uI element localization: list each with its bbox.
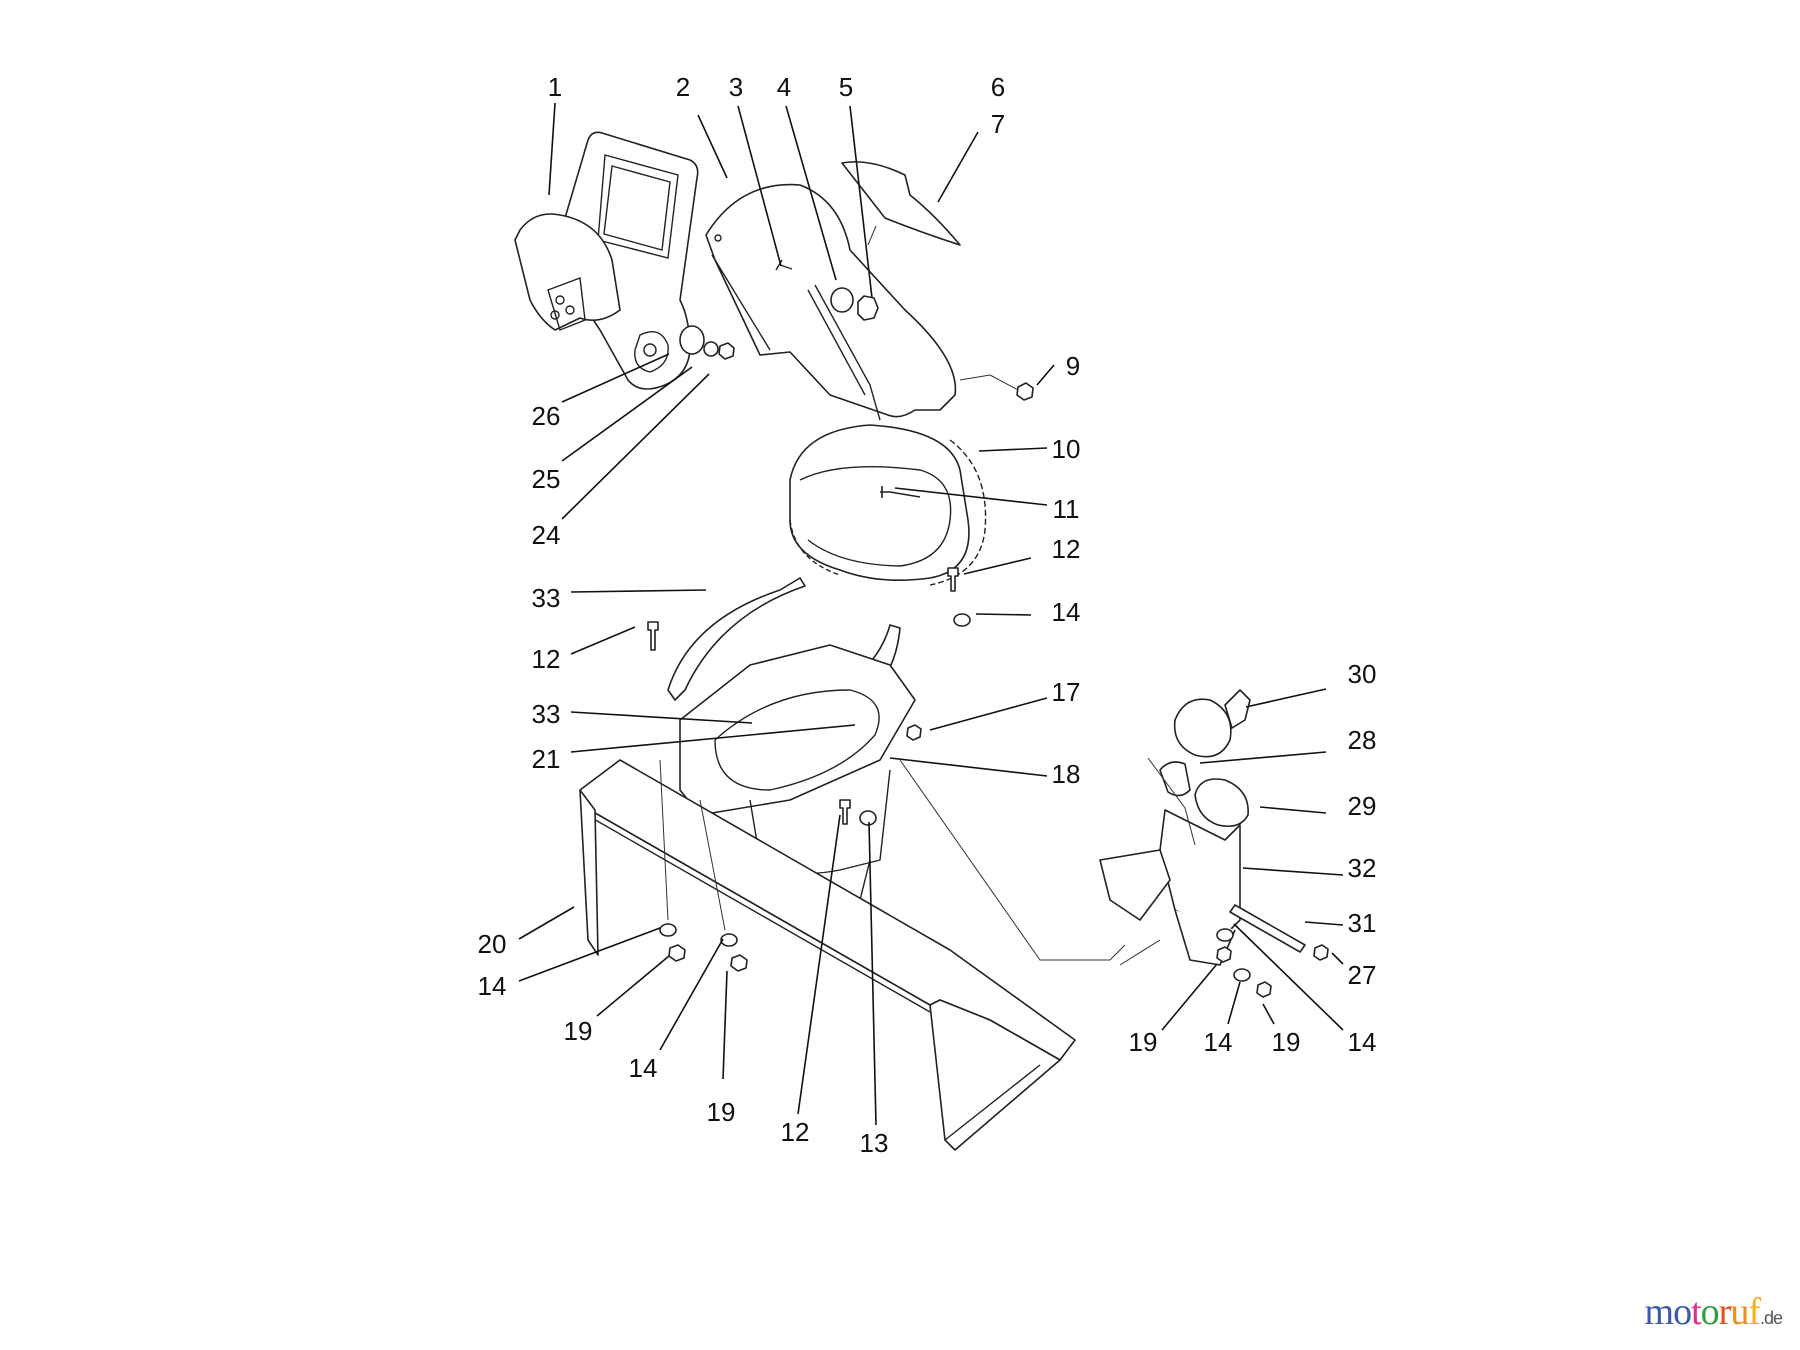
part-nut (730, 954, 748, 972)
callout-17: 17 (1052, 677, 1081, 707)
callout-3: 3 (729, 72, 743, 102)
callout-20: 20 (478, 929, 507, 959)
callout-9: 9 (1066, 351, 1080, 381)
callout-24: 24 (532, 520, 561, 550)
callout-14: 14 (1204, 1027, 1233, 1057)
callout-13: 13 (860, 1128, 889, 1158)
part-washer (659, 923, 677, 937)
callout-28: 28 (1348, 725, 1377, 755)
callout-19: 19 (707, 1097, 736, 1127)
watermark-logo: motoruf.de (1644, 1290, 1783, 1334)
callout-18: 18 (1052, 759, 1081, 789)
part-pinion-gear (1159, 761, 1191, 797)
callout-labels: 1 2 3 4 5 6 7 9 10 11 12 14 17 18 26 25 … (478, 72, 1377, 1158)
watermark-letter: o (1700, 1291, 1720, 1333)
part-worm-gear (1173, 689, 1251, 758)
watermark-letter: m (1644, 1291, 1675, 1333)
callout-27: 27 (1348, 960, 1377, 990)
part-nut (1016, 382, 1034, 401)
part-chute-housing (705, 183, 957, 421)
callout-12: 12 (781, 1117, 810, 1147)
part-washer (1233, 968, 1251, 982)
leader-lines (518, 102, 1344, 1126)
part-nut (668, 944, 686, 962)
watermark-letter: t (1691, 1291, 1702, 1333)
watermark-suffix: .de (1759, 1308, 1783, 1328)
part-nut (906, 724, 922, 741)
callout-11: 11 (1053, 494, 1080, 524)
part-washer (859, 810, 877, 826)
part-chute-ring-gear (789, 424, 987, 586)
callout-7: 7 (991, 109, 1005, 139)
callout-12: 12 (1052, 534, 1081, 564)
callout-1: 1 (548, 72, 562, 102)
watermark-letter: o (1673, 1291, 1692, 1333)
part-nut (1256, 981, 1272, 998)
callout-21: 21 (532, 744, 561, 774)
callout-25: 25 (532, 464, 561, 494)
part-bevel-gear (1194, 778, 1249, 828)
callout-14: 14 (1052, 597, 1081, 627)
part-spacer (703, 341, 719, 357)
callout-5: 5 (839, 72, 853, 102)
callout-19: 19 (564, 1016, 593, 1046)
callout-30: 30 (1348, 659, 1377, 689)
watermark-letter: r (1718, 1291, 1732, 1333)
part-bolt (839, 799, 851, 825)
callout-10: 10 (1052, 434, 1081, 464)
part-deflector-plate (841, 161, 961, 246)
part-nut (1313, 944, 1329, 961)
watermark-letter: u (1730, 1291, 1749, 1333)
part-chute-deflector (514, 131, 699, 390)
part-auger-housing (579, 759, 1076, 1151)
callout-14: 14 (478, 971, 507, 1001)
watermark-letter: f (1748, 1291, 1761, 1333)
callout-12: 12 (532, 644, 561, 674)
callout-32: 32 (1348, 853, 1377, 883)
part-ring-segment (667, 577, 806, 701)
part-nut (718, 342, 735, 360)
callout-19: 19 (1129, 1027, 1158, 1057)
part-gear-bracket (1099, 809, 1241, 966)
callout-2: 2 (676, 72, 690, 102)
part-shaft (1229, 904, 1306, 953)
callout-6: 6 (991, 72, 1005, 102)
part-washer (1216, 928, 1234, 942)
callout-31: 31 (1348, 908, 1377, 938)
callout-33: 33 (532, 699, 561, 729)
callout-4: 4 (777, 72, 791, 102)
callout-29: 29 (1348, 791, 1377, 821)
watermark-text: motoruf (1644, 1291, 1761, 1333)
callout-14: 14 (1348, 1027, 1377, 1057)
part-bolt (647, 621, 659, 651)
callout-26: 26 (532, 401, 561, 431)
callout-14: 14 (629, 1053, 658, 1083)
part-washer (679, 325, 705, 355)
callout-19: 19 (1272, 1027, 1301, 1057)
part-bolt (947, 567, 959, 592)
part-nut (1216, 946, 1232, 963)
part-washer (720, 933, 738, 947)
callout-33: 33 (532, 583, 561, 613)
part-washer (953, 613, 971, 627)
